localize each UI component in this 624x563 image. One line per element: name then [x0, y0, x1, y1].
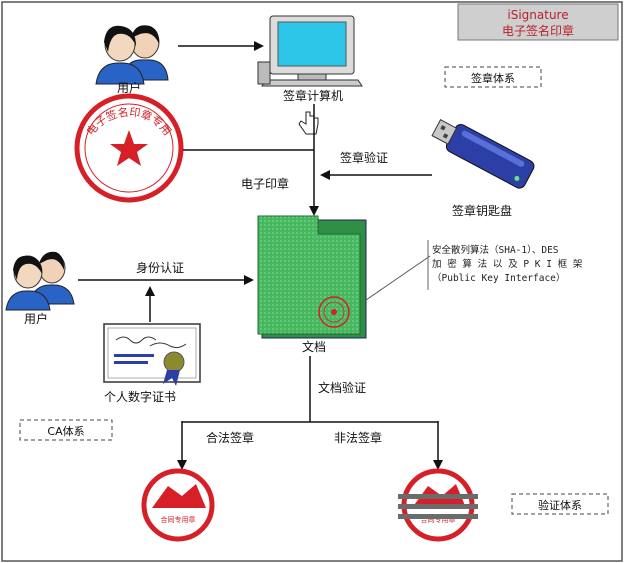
verify-system-label: 验证体系	[538, 498, 582, 512]
algo-line1: 安全散列算法（SHA-1）、DES	[432, 244, 559, 256]
identity-auth-label: 身份认证	[136, 260, 184, 275]
sign-verify-label: 签章验证	[340, 150, 388, 165]
brand-line2: 电子签名印章	[502, 23, 574, 38]
brand-line1: iSignature	[507, 8, 568, 22]
electronic-seal-icon: 电子签名印章专用	[74, 93, 184, 203]
user-top-icon	[95, 25, 169, 85]
signing-computer-label: 签章计算机	[283, 88, 343, 103]
algo-line2: 加 密 算 法 以 及 P K I 框 架	[432, 258, 583, 270]
seal-system-box	[444, 66, 542, 88]
note-leader-line	[365, 255, 431, 301]
hand-cursor-icon	[298, 111, 319, 135]
ca-system-box	[19, 419, 113, 441]
user-top-label: 用户	[117, 80, 141, 95]
key-disk-label: 签章钥匙盘	[452, 203, 512, 218]
personal-cert-label: 个人数字证书	[104, 389, 176, 404]
illegal-stamp-text: 合同专用章	[421, 515, 456, 524]
doc-verify-label: 文档验证	[318, 380, 366, 395]
brand-badge: iSignature 电子签名印章	[457, 3, 619, 41]
user-left-icon	[5, 251, 75, 311]
algo-line3: （Public Key Interface）	[432, 272, 565, 284]
seal-system-label: 签章体系	[471, 71, 515, 85]
computer-icon	[257, 15, 363, 87]
verify-system-box	[511, 493, 609, 515]
legal-stamp-text: 合同专用章	[161, 515, 196, 524]
user-left-label: 用户	[24, 311, 48, 326]
document-label: 文档	[302, 339, 326, 354]
document-icon	[257, 215, 367, 339]
algorithm-note: 安全散列算法（SHA-1）、DES 加 密 算 法 以 及 P K I 框 架 …	[427, 240, 583, 290]
certificate-icon	[103, 323, 201, 386]
illegal-stamp-icon: 合同专用章	[398, 468, 478, 542]
ca-system-label: CA体系	[47, 424, 84, 438]
electronic-seal-label: 电子印章	[241, 176, 289, 191]
illegal-seal-label: 非法签章	[334, 430, 382, 445]
usb-key-icon	[431, 119, 535, 189]
legal-seal-label: 合法签章	[206, 430, 254, 445]
legal-stamp-icon: 合同专用章	[141, 468, 215, 542]
